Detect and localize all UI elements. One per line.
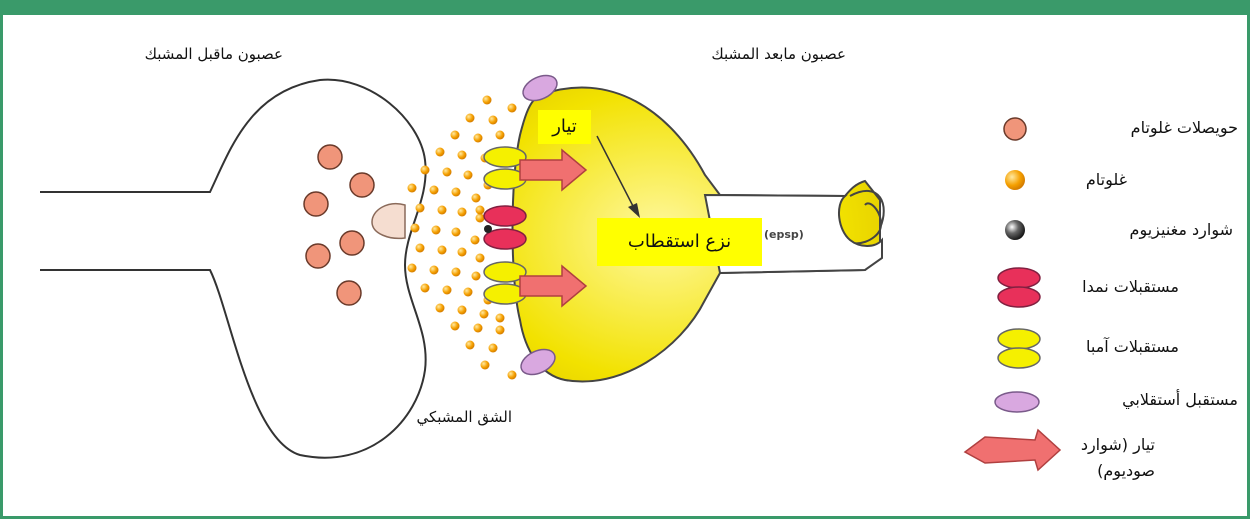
vesicle [318, 145, 342, 169]
vesicle [350, 173, 374, 197]
glutamate-molecule [452, 268, 461, 277]
glutamate-molecule [443, 286, 452, 295]
glutamate-molecule [438, 246, 447, 255]
glutamate-molecule [464, 288, 473, 297]
epsp-label: (epsp) [764, 228, 804, 241]
glutamate-molecule [474, 134, 483, 143]
legend-label-magnesium: شوارد مغنيزيوم [1130, 220, 1233, 239]
current-label: تيار [538, 110, 591, 144]
glutamate-icon [1005, 170, 1025, 190]
magnesium-icon [1005, 220, 1025, 240]
glutamate-molecule [481, 361, 490, 370]
glutamate-molecule [458, 306, 467, 315]
vesicle [340, 231, 364, 255]
nmda-receptor-icon [998, 268, 1040, 307]
glutamate-molecule [436, 304, 445, 313]
glutamate-molecule [430, 186, 439, 195]
legend-label-metabotropic: مستقبل أستقلابي [1122, 390, 1238, 409]
glutamate-molecule [496, 314, 505, 323]
synaptic-cleft-label: الشق المشبكي [416, 408, 512, 426]
glutamate-molecule [452, 228, 461, 237]
glutamate-molecule [472, 194, 481, 203]
glutamate-molecule [496, 326, 505, 335]
magnesium-ion [484, 225, 492, 233]
glutamate-molecule [476, 254, 485, 263]
ampa-receptor-icon [998, 329, 1040, 368]
glutamate-molecule [458, 151, 467, 160]
glutamate-molecule [476, 214, 485, 223]
glutamate-molecule [508, 371, 517, 380]
glutamate-molecule [466, 341, 475, 350]
glutamate-molecule [432, 226, 441, 235]
glutamate-molecule [508, 104, 517, 113]
vesicle [304, 192, 328, 216]
glutamate-molecule [472, 272, 481, 281]
glutamate-molecule [466, 114, 475, 123]
glutamate-molecule [489, 116, 498, 125]
current-arrow-icon [965, 430, 1060, 470]
glutamate-molecule [443, 168, 452, 177]
glutamate-molecule [436, 148, 445, 157]
metabotropic-receptor-icon [995, 392, 1039, 412]
legend-label-nmda: مستقبلات نمدا [1082, 277, 1179, 296]
glutamate-molecule [496, 131, 505, 140]
postsynaptic-label: عصبون مابعد المشبك [711, 45, 846, 63]
glutamate-molecule [471, 236, 480, 245]
legend-label-vesicles: حويصلات غلوتام [1131, 118, 1238, 137]
glutamate-molecule [430, 266, 439, 275]
glutamate-molecule [489, 344, 498, 353]
glutamate-molecule [480, 310, 489, 319]
glutamate-molecule [451, 131, 460, 140]
glutamate-molecule [474, 324, 483, 333]
glutamate-molecule [438, 206, 447, 215]
glutamate-molecule [483, 96, 492, 105]
legend-label-glutamate: غلوتام [1086, 170, 1127, 189]
glutamate-molecule [451, 322, 460, 331]
vesicle [306, 244, 330, 268]
glutamate-molecule [476, 206, 485, 215]
vesicle-icon [1004, 118, 1026, 140]
glutamate-molecule [458, 248, 467, 257]
glutamate-molecule [416, 244, 425, 253]
depolarization-label: نزع استقطاب [597, 218, 762, 266]
glutamate-molecule [421, 166, 430, 175]
glutamate-molecule [458, 208, 467, 217]
glutamate-molecule [464, 171, 473, 180]
glutamate-molecule [421, 284, 430, 293]
legend-label-ampa: مستقبلات آمبا [1086, 337, 1179, 356]
legend-label-current: تيار (شوارد صوديوم) [1055, 432, 1155, 484]
presynaptic-label: عصبون ماقبل المشبك [145, 45, 283, 63]
glutamate-molecule [408, 184, 417, 193]
glutamate-molecule [411, 224, 420, 233]
presynaptic-neuron [40, 80, 426, 458]
glutamate-molecule [452, 188, 461, 197]
glutamate-molecule [416, 204, 425, 213]
glutamate-molecule [408, 264, 417, 273]
vesicle [337, 281, 361, 305]
